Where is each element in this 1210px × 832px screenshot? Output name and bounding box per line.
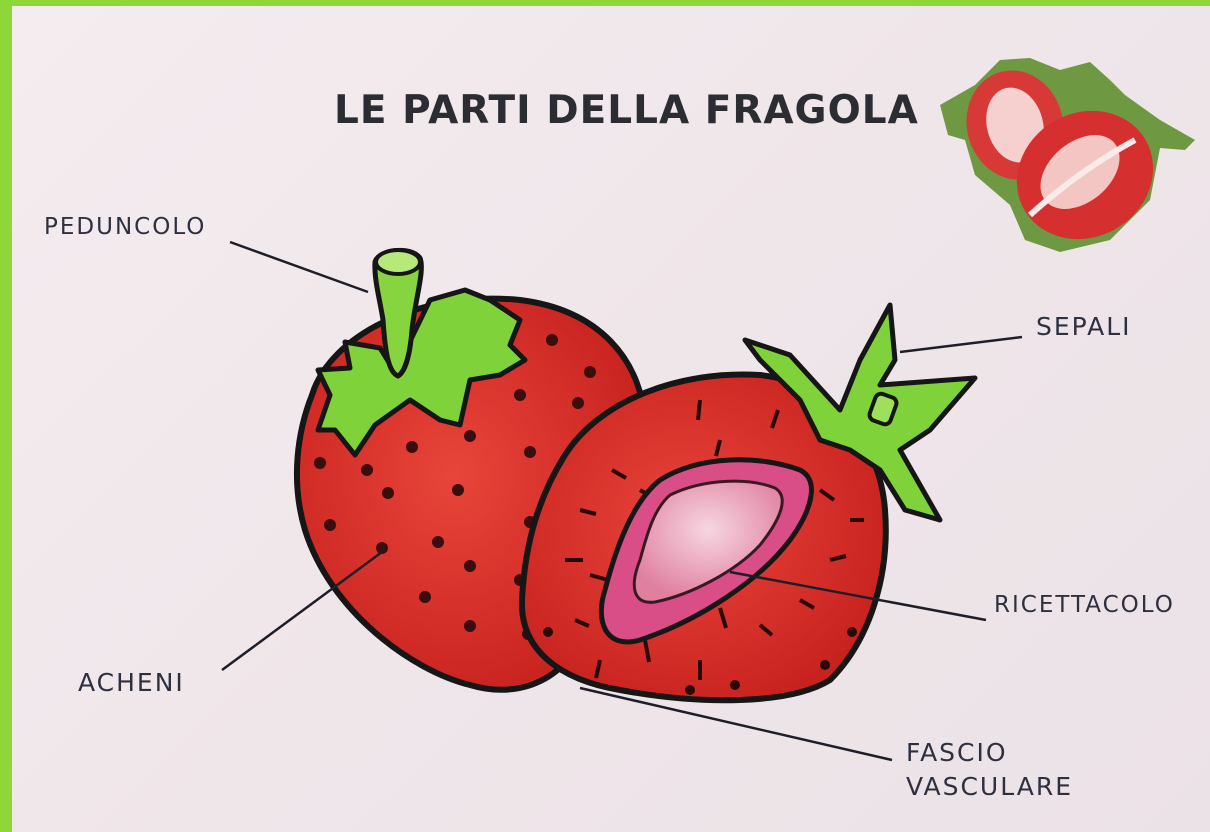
- label-fascio-line2: VASCULARE: [906, 770, 1073, 804]
- label-sepali: SEPALI: [1036, 312, 1132, 341]
- label-fascio-vascolare: FASCIO VASCULARE: [906, 736, 1073, 804]
- label-acheni: ACHENI: [78, 668, 185, 697]
- strawberry-photo: [940, 58, 1195, 264]
- label-ricettacolo: RICETTACOLO: [994, 592, 1175, 618]
- page-title: LE PARTI DELLA FRAGOLA: [334, 88, 904, 133]
- label-fascio-line1: FASCIO: [906, 736, 1073, 770]
- label-peduncolo: PEDUNCOLO: [44, 214, 206, 240]
